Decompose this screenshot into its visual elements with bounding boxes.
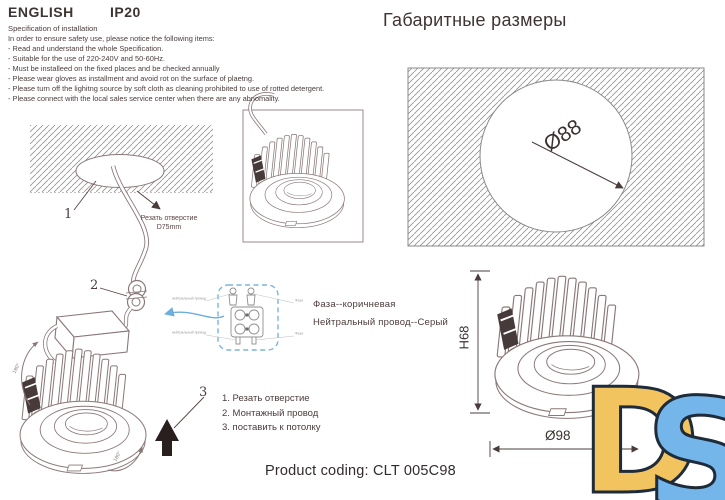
ds-logo: D S: [579, 357, 725, 500]
spec-item: - Suitable for the use of 220-240V and 5…: [8, 54, 165, 63]
logo-letter-s: S: [645, 368, 725, 500]
product-dimension-drawing: [470, 270, 640, 457]
spec-item: - Read and understand the whole Specific…: [8, 44, 164, 53]
hole-note-line2: D75mm: [156, 224, 182, 231]
install-up-arrow: [155, 396, 205, 456]
height-label: H68: [456, 325, 472, 350]
phase-wire-label: Фаза--коричневая: [313, 299, 396, 310]
terminal-label-phase-bottom: Фаза: [295, 332, 304, 336]
ip-rating: IP20: [110, 4, 141, 20]
cutout-dimension-drawing: [407, 67, 705, 247]
terminal-label-neutral-bottom: нейтральный провод: [172, 331, 207, 335]
wiring-diagram: [164, 284, 295, 351]
product-coding: Product coding: CLT 005C98: [265, 463, 456, 479]
hole-note-line1: Резать отверстие: [140, 215, 198, 222]
lamp-assembly-drawing: [19, 279, 148, 475]
installation-steps: 1. Резать отверстие 2. Монтажный провод …: [222, 392, 320, 436]
callout-1: 1: [64, 207, 73, 222]
step-item: 3. поставить к потолку: [222, 422, 321, 433]
callout-2: 2: [90, 278, 99, 293]
boxed-lamp-drawing: [242, 92, 364, 243]
terminal-label-phase-top: Фаза: [295, 299, 304, 303]
terminal-label-neutral-top: нейтральный провод: [172, 297, 207, 301]
outer-diameter-label: Ø98: [545, 428, 571, 443]
language-header: ENGLISH: [8, 4, 74, 20]
ceiling-hole-drawing: [30, 125, 213, 291]
spec-item: - Must be installeed on the fixed places…: [8, 64, 220, 73]
spec-item: - Please wear gloves as installment and …: [8, 74, 255, 83]
spec-item: - Please connect with the local sales se…: [8, 94, 280, 103]
step-item: 1. Резать отверстие: [222, 393, 310, 404]
wire-connector: [125, 279, 148, 312]
step-item: 2. Монтажный провод: [222, 407, 319, 419]
dimensions-title: Габаритные размеры: [383, 10, 567, 30]
hole-note: Резать отверстие D75mm: [127, 214, 211, 232]
callout-3: 3: [199, 385, 208, 400]
spec-intro: In order to ensure safety use, please no…: [8, 34, 215, 43]
neutral-wire-label: Нейтральный провод--Серый: [313, 317, 449, 328]
spec-item: - Please turn off the lighitng source by…: [8, 84, 325, 93]
spec-title: Specification of installation: [8, 24, 98, 33]
logo-letter-d: D: [580, 358, 700, 500]
